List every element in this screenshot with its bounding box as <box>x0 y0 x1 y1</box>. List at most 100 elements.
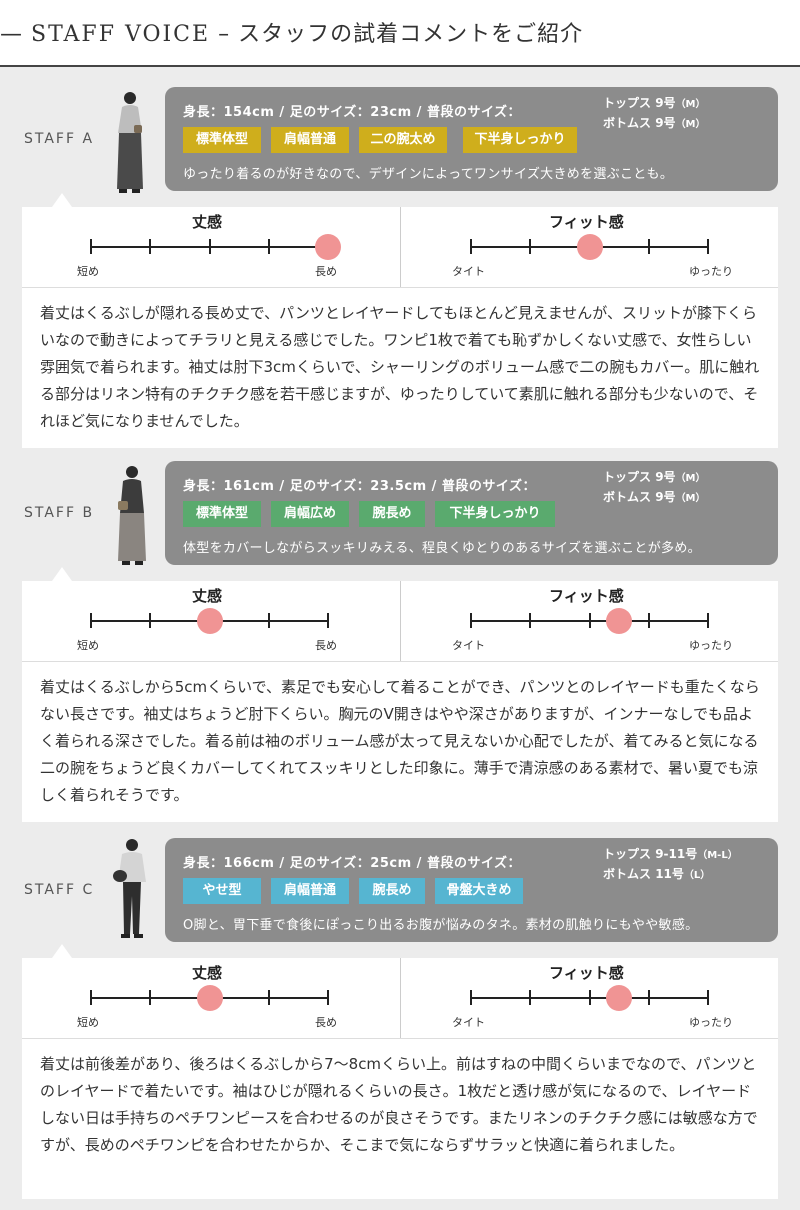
scale-tick <box>470 613 472 628</box>
fit-level-marker <box>576 234 603 260</box>
tops-label: トップス <box>603 96 652 110</box>
staff-c-figure-icon <box>113 839 146 938</box>
staff-usual-sizes: トップス 9号（M） ボトムス 9号（M） <box>603 468 706 508</box>
bottoms-size: 11号 <box>655 867 684 881</box>
body-type-tag: 肩幅普通 <box>271 127 349 153</box>
scale-tick <box>589 990 591 1005</box>
staff-b-comment: 着丈はくるぶしから5cmくらいで、素足でも安心して着ることができ、パンツとのレイ… <box>22 661 778 822</box>
length-title: 丈感 <box>192 964 223 982</box>
staff-c-comment: 着丈は前後差があり、後ろはくるぶしから7〜8cmくらい上。前はすねの中間くらいま… <box>22 1038 778 1199</box>
length-min-label: 短め <box>77 265 99 278</box>
bottoms-label: ボトムス <box>603 490 652 504</box>
body-type-tag: 標準体型 <box>183 501 261 527</box>
tops-note: （M-L） <box>697 850 738 861</box>
staff-c-ratings: 丈感 短め 長め フィット感 タイト ゆったり <box>22 958 778 1038</box>
ratings-divider <box>400 958 401 1038</box>
body-type-tag: 下半身しっかり <box>435 501 555 527</box>
scale-tick <box>327 613 329 628</box>
staff-usual-sizes: トップス 9号（M） ボトムス 9号（M） <box>603 94 706 134</box>
staff-a-comment: 着丈はくるぶしが隠れる長め丈で、パンツとレイヤードしてもほとんど見えませんが、ス… <box>22 287 778 448</box>
scale-tick <box>149 990 151 1005</box>
scale-tick <box>268 239 270 254</box>
staff-stats: 身長：161cm / 足のサイズ：23.5cm / 普段のサイズ： <box>183 479 537 494</box>
bottoms-label: ボトムス <box>603 116 652 130</box>
scale-tick <box>589 613 591 628</box>
staff-b-figure-icon <box>118 466 146 565</box>
staff-stats: 身長：166cm / 足のサイズ：25cm / 普段のサイズ： <box>183 856 522 871</box>
scale-tick <box>648 613 650 628</box>
page-title-ja: スタッフの試着コメントをご紹介 <box>238 22 584 47</box>
staff-description: O脚と、胃下垂で食後にぽっこり出るお腹が悩みのタネ。素材の肌触りにもやや敏感。 <box>183 918 699 933</box>
ratings-divider <box>400 207 401 287</box>
scale-tick <box>149 239 151 254</box>
length-min-label: 短め <box>77 639 99 652</box>
tops-size: 9号 <box>655 96 676 110</box>
length-level-marker <box>196 608 223 634</box>
staff-a-figure-icon <box>117 92 143 193</box>
bottoms-note: （L） <box>683 870 711 881</box>
staff-c-info-card: 身長：166cm / 足のサイズ：25cm / 普段のサイズ： トップス 9-1… <box>165 838 778 942</box>
length-max-label: 長め <box>315 639 337 652</box>
tops-size: 9号 <box>655 470 676 484</box>
page-title: — STAFF VOICE – スタッフの試着コメントをご紹介 <box>0 22 584 47</box>
scale-tick <box>470 239 472 254</box>
bottoms-size: 9号 <box>655 490 676 504</box>
fit-max-label: ゆったり <box>689 1016 733 1029</box>
tops-note: （M） <box>675 473 706 484</box>
staff-label: STAFF A <box>24 131 95 147</box>
scale-tick <box>529 239 531 254</box>
scale-tick <box>90 990 92 1005</box>
body-type-tag: 標準体型 <box>183 127 261 153</box>
fit-max-label: ゆったり <box>689 639 733 652</box>
staff-description: ゆったり着るのが好きなので、デザインによってワンサイズ大きめを選ぶことも。 <box>183 167 674 182</box>
fit-title: フィット感 <box>549 587 624 605</box>
scale-tick <box>149 613 151 628</box>
page-title-en: STAFF VOICE <box>31 22 211 47</box>
scale-tick <box>470 990 472 1005</box>
body-type-tag: 二の腕太め <box>359 127 447 153</box>
scale-tick <box>90 239 92 254</box>
scale-tick <box>529 990 531 1005</box>
tops-label: トップス <box>603 470 652 484</box>
body-type-tag: 下半身しっかり <box>463 127 577 153</box>
body-type-tag: やせ型 <box>183 878 261 904</box>
comment-text: 着丈はくるぶしが隠れる長め丈で、パンツとレイヤードしてもほとんど見えませんが、ス… <box>40 304 760 430</box>
scale-tick <box>268 613 270 628</box>
tops-label: トップス <box>603 847 652 861</box>
scale-tick <box>90 613 92 628</box>
tops-note: （M） <box>675 99 706 110</box>
ratings-divider <box>400 581 401 661</box>
page-header: — STAFF VOICE – スタッフの試着コメントをご紹介 <box>0 0 800 67</box>
body-type-tag: 腕長め <box>359 878 425 904</box>
scale-tick <box>648 239 650 254</box>
scale-tick <box>707 239 709 254</box>
fit-min-label: タイト <box>452 1016 485 1029</box>
length-max-label: 長め <box>315 265 337 278</box>
body-type-tag: 肩幅普通 <box>271 878 349 904</box>
body-type-tag: 肩幅広め <box>271 501 349 527</box>
card-notch <box>52 193 72 207</box>
length-title: 丈感 <box>192 213 223 231</box>
staff-description: 体型をカバーしながらスッキリみえる、程良くゆとりのあるサイズを選ぶことが多め。 <box>183 541 701 556</box>
staff-stats: 身長：154cm / 足のサイズ：23cm / 普段のサイズ： <box>183 105 522 120</box>
header-underline <box>0 65 800 67</box>
body-type-tag: 骨盤大きめ <box>435 878 523 904</box>
scale-tick <box>209 239 211 254</box>
fit-min-label: タイト <box>452 639 485 652</box>
fit-max-label: ゆったり <box>689 265 733 278</box>
staff-b-info-card: 身長：161cm / 足のサイズ：23.5cm / 普段のサイズ： トップス 9… <box>165 461 778 565</box>
scale-tick <box>707 990 709 1005</box>
fit-title: フィット感 <box>549 213 624 231</box>
card-notch <box>52 567 72 581</box>
staff-a-ratings: 丈感 短め 長め フィット感 タイト ゆったり <box>22 207 778 287</box>
length-level-marker <box>196 985 223 1011</box>
comment-text: 着丈は前後差があり、後ろはくるぶしから7〜8cmくらい上。前はすねの中間くらいま… <box>40 1055 758 1154</box>
card-notch <box>52 944 72 958</box>
scale-tick <box>268 990 270 1005</box>
bottoms-note: （M） <box>675 119 706 130</box>
staff-a-info-card: 身長：154cm / 足のサイズ：23cm / 普段のサイズ： トップス 9号（… <box>165 87 778 191</box>
staff-b-ratings: 丈感 短め 長め フィット感 タイト ゆったり <box>22 581 778 661</box>
scale-tick <box>707 613 709 628</box>
fit-min-label: タイト <box>452 265 485 278</box>
fit-level-marker <box>606 608 633 634</box>
